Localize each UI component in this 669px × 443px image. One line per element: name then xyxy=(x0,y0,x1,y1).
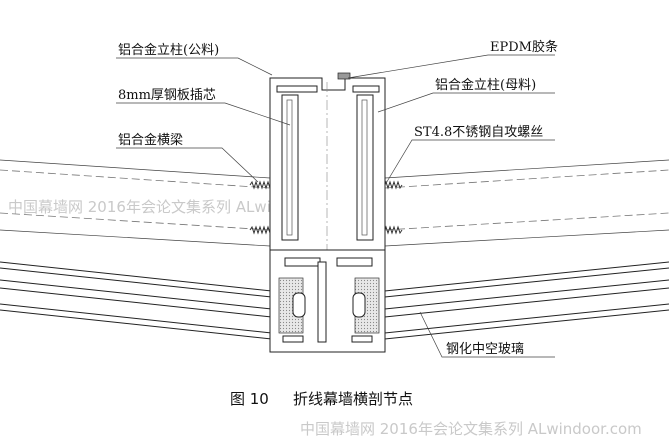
mullion xyxy=(269,72,386,353)
label-transom: 铝合金横梁 xyxy=(118,132,183,148)
label-mullion-male: 铝合金立柱(公料) xyxy=(118,42,219,58)
label-steel-core: 8mm厚钢板插芯 xyxy=(118,88,216,103)
steel-core xyxy=(286,99,293,236)
label-screw: ST4.8不锈钢自攻螺丝 xyxy=(414,125,543,140)
steel-core xyxy=(361,99,368,236)
watermark: 中国幕墙网 2016年会论文集系列 ALwindoor.com xyxy=(8,198,350,216)
label-mullion-female: 铝合金立柱(母料) xyxy=(435,77,536,93)
leader-lines xyxy=(116,54,555,358)
watermark: 中国幕墙网 2016年会论文集系列 ALwindoor.com xyxy=(300,420,642,438)
epdm-gasket xyxy=(337,72,351,80)
caption-figure-number: 图 10 xyxy=(230,390,269,408)
label-epdm: EPDM胶条 xyxy=(490,39,558,55)
caption-title: 折线幕墙横剖节点 xyxy=(293,390,413,408)
glass-right xyxy=(354,261,669,343)
transom-left xyxy=(0,159,271,247)
glass-left xyxy=(0,261,305,343)
watermarks: 中国幕墙网 2016年会论文集系列 ALwindoor.com 中国幕墙网 20… xyxy=(8,198,642,438)
label-glass: 钢化中空玻璃 xyxy=(446,342,524,357)
transom-right xyxy=(384,159,669,247)
